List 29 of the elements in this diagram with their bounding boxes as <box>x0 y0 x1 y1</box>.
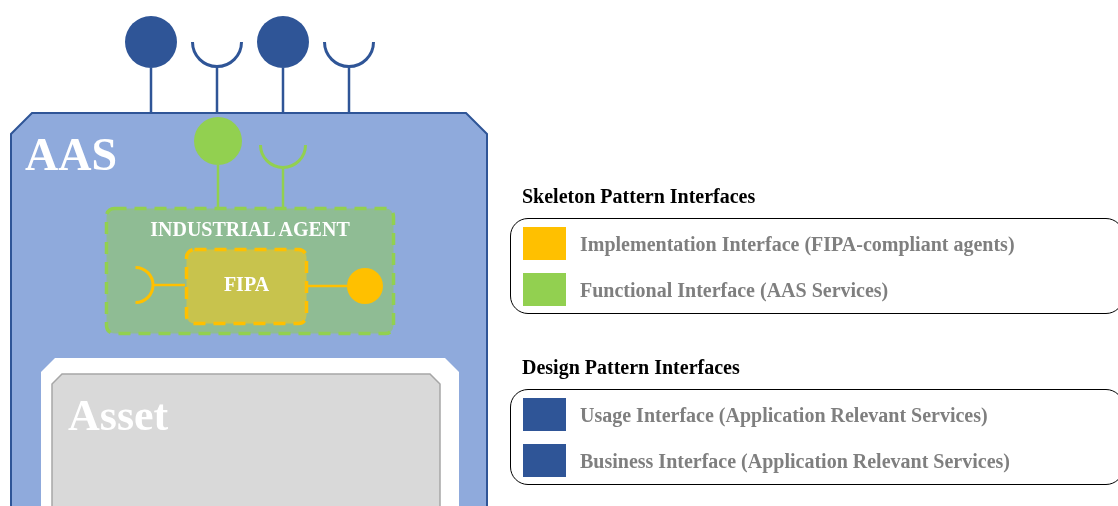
connector-line <box>215 68 219 112</box>
legend-text: Usage Interface (Application Relevant Services) <box>580 405 988 425</box>
provided-interface-circle <box>194 117 242 165</box>
legend-text: Functional Interface (AAS Services) <box>580 280 889 300</box>
legend-text: Implementation Interface (FIPA-compliant agents) <box>580 234 1015 254</box>
legend-heading: Skeleton Pattern Interfaces <box>522 186 756 206</box>
connector-line <box>308 284 347 288</box>
connector-line <box>281 169 285 207</box>
provided-interface-circle <box>125 16 177 68</box>
legend-text: Business Interface (Application Relevant Services) <box>580 451 1010 471</box>
fipa-box <box>185 248 308 325</box>
aas-box <box>10 112 488 506</box>
connector-line <box>153 283 185 287</box>
node-label: FIPA <box>222 274 271 294</box>
connector-line <box>347 68 351 112</box>
connector-line <box>149 68 153 112</box>
connector-line <box>281 68 285 112</box>
node-label: INDUSTRIAL AGENT <box>149 219 351 239</box>
required-interface-socket <box>259 145 307 169</box>
connector-line <box>216 165 220 207</box>
provided-interface-circle <box>347 268 383 304</box>
agent-box <box>105 207 395 335</box>
legend-heading: Design Pattern Interfaces <box>522 357 740 377</box>
required-interface-socket <box>191 42 243 68</box>
asset-box <box>41 358 459 506</box>
provided-interface-circle <box>257 16 309 68</box>
node-label: AAS <box>25 132 118 178</box>
required-interface-socket <box>134 266 153 304</box>
required-interface-socket <box>323 42 375 68</box>
